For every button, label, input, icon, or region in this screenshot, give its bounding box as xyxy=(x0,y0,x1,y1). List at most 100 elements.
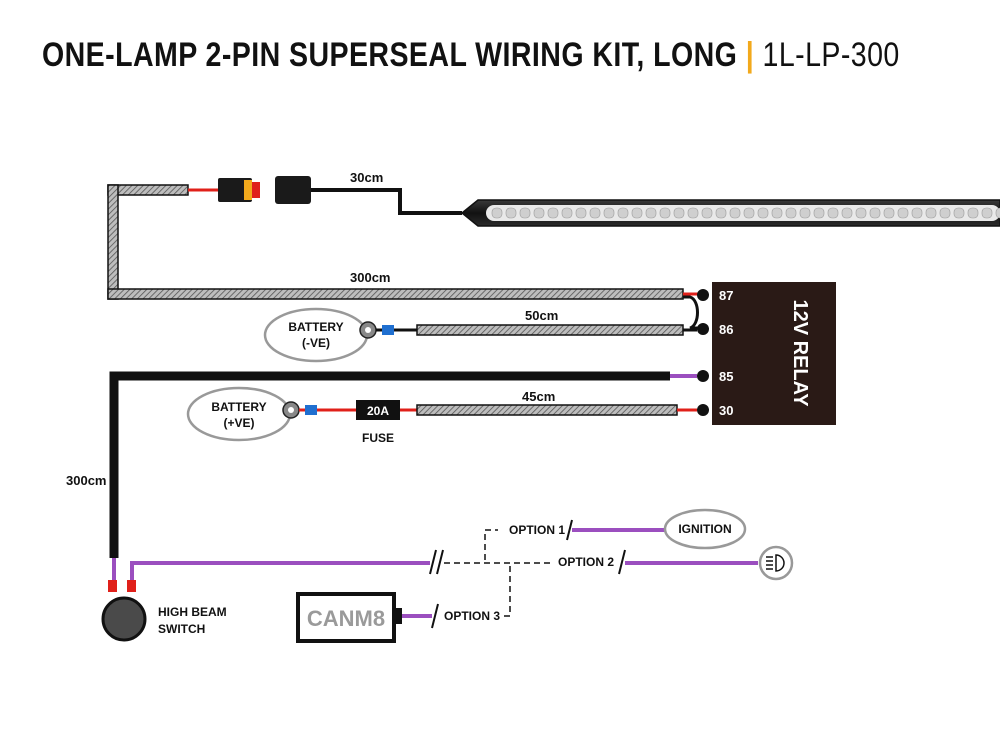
harness-length-label: 300cm xyxy=(350,270,390,285)
battery-negative-line1: BATTERY xyxy=(288,320,343,334)
title-main: ONE-LAMP 2-PIN SUPERSEAL WIRING KIT, LON… xyxy=(42,36,738,74)
lamp-led-segment xyxy=(883,207,895,219)
option-1-break-mark xyxy=(566,519,573,541)
option-3-label: OPTION 3 xyxy=(444,609,500,623)
lamp-led-segment xyxy=(785,207,797,219)
lamp-lead-wire xyxy=(311,188,462,215)
relay-label: 12V RELAY xyxy=(789,299,811,407)
relay-pin-87 xyxy=(697,289,709,301)
sheath-vertical-segment xyxy=(107,184,119,300)
option-2-label: OPTION 2 xyxy=(558,555,614,569)
lamp-led-segment xyxy=(729,207,741,219)
switch-terminal-left xyxy=(108,580,117,592)
relay-pin-85 xyxy=(697,370,709,382)
lamp-led-segment xyxy=(575,207,587,219)
lamp-led-segment xyxy=(925,207,937,219)
ignition-badge xyxy=(663,508,747,550)
fuse-label: FUSE xyxy=(362,431,394,445)
fuse-body xyxy=(356,400,400,420)
battery-negative-badge xyxy=(263,307,369,363)
fuse-rating: 20A xyxy=(367,404,389,418)
lamp-lead-length: 30cm xyxy=(350,170,383,185)
lamp-led-segment xyxy=(533,207,545,219)
option-1-path: OPTION 1 IGNITION xyxy=(484,508,747,560)
canm8-module xyxy=(296,592,396,643)
high-beam-indicator-icon xyxy=(758,545,794,581)
option-1-label: OPTION 1 xyxy=(509,523,565,537)
battery-positive-line1: BATTERY xyxy=(211,400,266,414)
relay-body xyxy=(712,282,836,425)
lamp-led-segment xyxy=(589,207,601,219)
option-1-dashed-line xyxy=(484,529,498,560)
battery-negative-line2: (-VE) xyxy=(302,336,330,350)
lamp-led-segment xyxy=(603,207,615,219)
lamp-led-segment xyxy=(897,207,909,219)
positive-length-label: 45cm xyxy=(522,389,555,404)
pin86-black-loop xyxy=(683,295,702,330)
lamp-led-segment xyxy=(855,207,867,219)
switch-break-mark-left xyxy=(429,549,437,575)
lamp-led-segment xyxy=(659,207,671,219)
lamp-led-segment xyxy=(757,207,769,219)
lamp-led-segment xyxy=(869,207,881,219)
superseal-socket xyxy=(275,176,311,204)
option-3-path: OPTION 3 CANM8 xyxy=(296,566,511,643)
lamp-led-segment xyxy=(617,207,629,219)
lamp-led-segment xyxy=(645,207,657,219)
lamp-led-segment xyxy=(561,207,573,219)
relay-pin-85-label: 85 xyxy=(719,369,733,384)
canm8-label: CANM8 xyxy=(307,606,385,631)
lamp-led-segment xyxy=(953,207,965,219)
lamp-led-segment xyxy=(841,207,853,219)
battery-negative: BATTERY (-VE) xyxy=(263,307,369,363)
title-separator: | xyxy=(745,36,755,74)
lamp-led-segment xyxy=(771,207,783,219)
option-3-break-mark xyxy=(431,603,439,629)
switch-purple-wire xyxy=(130,561,430,580)
lamp-led-segment xyxy=(687,207,699,219)
lamp-led-segment xyxy=(547,207,559,219)
lamp-led-segment xyxy=(981,207,993,219)
superseal-seal-red xyxy=(252,182,260,198)
light-bar-lamp xyxy=(460,199,1000,227)
lamp-led-segment xyxy=(827,207,839,219)
superseal-plug xyxy=(218,178,252,202)
ring-terminal-negative-hole xyxy=(365,327,371,333)
lamp-led-segment xyxy=(491,207,503,219)
switch-body xyxy=(101,596,147,642)
canm8-connector xyxy=(394,608,402,624)
lamp-led-segment xyxy=(505,207,517,219)
negative-crimp-blue xyxy=(382,325,394,335)
negative-sheath xyxy=(416,324,684,336)
title-product-code: 1L-LP-300 xyxy=(762,36,900,74)
sheath-top-segment xyxy=(107,184,189,196)
battery-positive: BATTERY (+VE) xyxy=(186,386,292,442)
fuse-20a: 20A FUSE xyxy=(356,400,400,445)
switch-break-mark-right xyxy=(436,549,444,575)
switch-label-line2: SWITCH xyxy=(158,622,205,636)
relay-12v: 87 86 85 30 12V RELAY xyxy=(697,282,836,425)
lamp-led-segment xyxy=(673,207,685,219)
option-3-dashed-line xyxy=(500,566,511,617)
option-2-break-mark xyxy=(618,549,626,575)
lamp-led-segment xyxy=(939,207,951,219)
battery-positive-line2: (+VE) xyxy=(223,416,254,430)
battery-positive-badge xyxy=(186,386,292,442)
high-beam-switch: HIGH BEAM SWITCH xyxy=(101,558,227,642)
lamp-led-segment xyxy=(911,207,923,219)
relay-pin-86-label: 86 xyxy=(719,322,733,337)
lamp-led-segment xyxy=(995,207,1000,219)
positive-crimp-blue xyxy=(305,405,317,415)
lamp-led-segment xyxy=(799,207,811,219)
ring-terminal-positive-hole xyxy=(288,407,294,413)
relay-pin-30 xyxy=(697,404,709,416)
lamp-led-segment xyxy=(701,207,713,219)
switch-terminal-right xyxy=(127,580,136,592)
lamp-led-segment xyxy=(813,207,825,219)
negative-length-label: 50cm xyxy=(525,308,558,323)
switch-lead-black-wire xyxy=(109,371,670,558)
relay-pin-87-label: 87 xyxy=(719,288,733,303)
lamp-led-segment xyxy=(631,207,643,219)
lamp-led-segment xyxy=(715,207,727,219)
